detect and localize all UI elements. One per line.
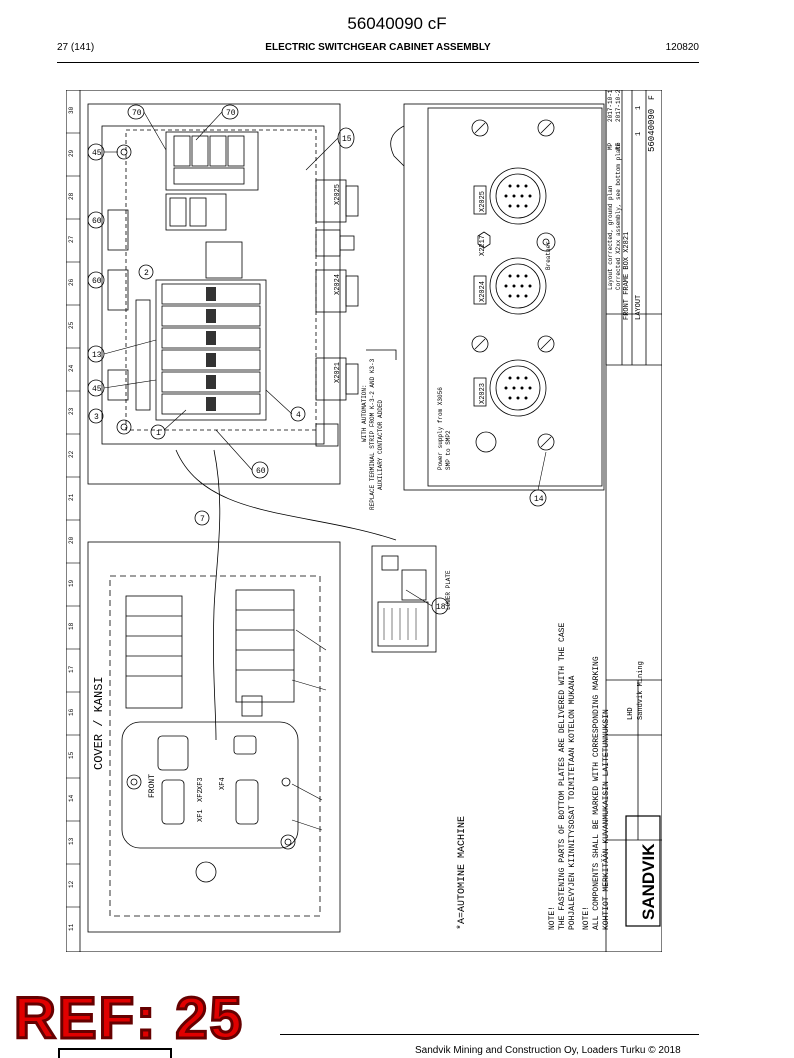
technical-drawing: 30 29 28 27 26 25 24 23 22 21 20 19 18 1… (66, 90, 662, 952)
footer-rule (280, 1034, 699, 1035)
svg-text:13: 13 (92, 351, 102, 360)
lower-plate-label: LOWER PLATE (445, 570, 452, 610)
cover-label: COVER / KANSI (92, 676, 106, 770)
grid-label: 30 (68, 106, 75, 114)
xf-label: XF1 (197, 809, 205, 822)
grid-label: 25 (68, 321, 75, 329)
svg-text:3: 3 (94, 413, 99, 422)
automine-label: *A=AUTOMINE MACHINE (456, 816, 468, 930)
xf-label: XF4 (219, 777, 227, 790)
grid-label: 13 (68, 837, 75, 845)
note-text: POHJALEVYJEN KIINNITYSOSAT TOIMITETAAN K… (568, 675, 577, 930)
grid-label: 20 (68, 536, 75, 544)
header-rule (57, 62, 699, 63)
drawing-revision: F (648, 95, 657, 100)
sheet: 1 (635, 132, 643, 136)
box-side-view: X2025 X2024 X2023 X2217 Breather Power s… (390, 103, 605, 491)
document-title: ELECTRIC SWITCHGEAR CABINET ASSEMBLY (265, 42, 491, 53)
drawing-title: FRONT FRAME BOX X2821 (623, 232, 631, 320)
breather-label: Breather (545, 241, 552, 270)
front-label: FRONT (148, 774, 157, 798)
connector-label: X2024 (334, 274, 342, 295)
header-row: 27 (141) ELECTRIC SWITCHGEAR CABINET ASS… (57, 42, 699, 58)
grid-label: 17 (68, 665, 75, 673)
xf-label: XF2 (197, 789, 205, 802)
svg-text:45: 45 (92, 385, 102, 394)
note-title: NOTE! (548, 906, 557, 930)
leader-lines (103, 111, 547, 831)
grid-label: 16 (68, 708, 75, 716)
grid-label: 19 (68, 579, 75, 587)
sandvik-logo: SANDVIK (639, 843, 658, 920)
drawing-number: 56040090 (647, 109, 657, 152)
svg-text:60: 60 (256, 467, 266, 476)
connector-label: X2023 (479, 383, 487, 404)
note-title: NOTE! (582, 906, 591, 930)
grid-label: 15 (68, 751, 75, 759)
svg-text:4: 4 (296, 411, 301, 420)
grid-label: 14 (68, 794, 75, 802)
rev-note: Layout corrected, ground plan (607, 185, 614, 290)
svg-text:AUXILIARY CONTACTOR ADDED: AUXILIARY CONTACTOR ADDED (377, 400, 384, 490)
svg-text:70: 70 (226, 109, 236, 118)
rev-date: 2017-10-24 (615, 90, 622, 122)
svg-text:WITH AUTOMATION:: WITH AUTOMATION: (361, 384, 368, 442)
footer-logo-box (58, 1048, 172, 1058)
grid-label: 27 (68, 235, 75, 243)
connector-label: X2021 (334, 362, 342, 383)
grid-label: 29 (68, 149, 75, 157)
connector-label: X2025 (479, 191, 487, 212)
notes: *A=AUTOMINE MACHINE NOTE! THE FASTENING … (456, 623, 611, 930)
rev-ref: RE (615, 142, 622, 150)
title-block: Layout corrected, ground plan Corrected … (605, 90, 662, 952)
svg-text:REPLACE TERMINAL STRIP FROM K-: REPLACE TERMINAL STRIP FROM K-3-2 AND K3… (369, 358, 376, 510)
document-date: 120820 (665, 42, 699, 53)
rev-date: 2017-10-19 (607, 90, 614, 122)
connector-label: X2024 (479, 281, 487, 302)
grid-label: 26 (68, 278, 75, 286)
svg-text:7: 7 (200, 515, 205, 524)
note-text: ALL COMPONENTS SHALL BE MARKED WITH CORR… (592, 656, 601, 930)
callouts: 70 70 15 45 60 60 13 45 3 1 2 4 60 7 18 … (87, 104, 547, 615)
svg-text:60: 60 (92, 277, 102, 286)
svg-text:14: 14 (534, 495, 544, 504)
power-supply-label: Power supply from X3056 (437, 387, 444, 470)
owner: Sandvik Mining (637, 661, 645, 720)
xf-label: XF3 (197, 777, 205, 790)
rev-ref: MP (607, 142, 614, 150)
grid-label: 22 (68, 450, 75, 458)
footer-copyright: Sandvik Mining and Construction Oy, Load… (415, 1045, 681, 1056)
sheets: 1 (635, 106, 643, 110)
page-number: 27 (141) (57, 42, 95, 53)
grid-label: 18 (68, 622, 75, 630)
svg-text:18: 18 (436, 603, 446, 612)
drawing-title: LAYOUT (635, 295, 643, 320)
svg-text:1: 1 (156, 429, 161, 438)
connector-label: X2025 (334, 184, 342, 205)
grid-label: 21 (68, 493, 75, 501)
grid-ticks (66, 132, 80, 908)
grid-label: 11 (68, 923, 75, 931)
cabinet-upper: X2025 X2024 X2021 (87, 103, 359, 485)
lower-plate: LOWER PLATE (371, 545, 452, 653)
grid-label: 28 (68, 192, 75, 200)
note-text: THE FASTENING PARTS OF BOTTOM PLATES ARE… (558, 623, 567, 930)
svg-text:45: 45 (92, 149, 102, 158)
connector-label: X2217 (479, 235, 487, 256)
automation-note: WITH AUTOMATION: REPLACE TERMINAL STRIP … (361, 358, 384, 510)
power-supply-label: SMP to SMP2 (445, 430, 452, 470)
document-number: 56040090 cF (347, 14, 447, 33)
note-text: KOHTIOT MERKITÄÄN KUVANMUKAISIN LAITETUN… (602, 709, 611, 930)
ref-stamp: REF: 25 (13, 985, 244, 1053)
grid-label: 24 (68, 364, 75, 372)
svg-text:15: 15 (342, 135, 352, 144)
svg-text:60: 60 (92, 217, 102, 226)
cover-view: XF3 XF4 XF1 XF2 FRONT COVER / KANSI (87, 449, 397, 933)
grid-label: 23 (68, 407, 75, 415)
rev-note: Corrected X2xx assembly, see bottom plat… (615, 142, 622, 290)
product: LHD (627, 707, 635, 720)
svg-text:70: 70 (132, 109, 142, 118)
svg-text:2: 2 (144, 269, 149, 278)
grid-label: 12 (68, 880, 75, 888)
